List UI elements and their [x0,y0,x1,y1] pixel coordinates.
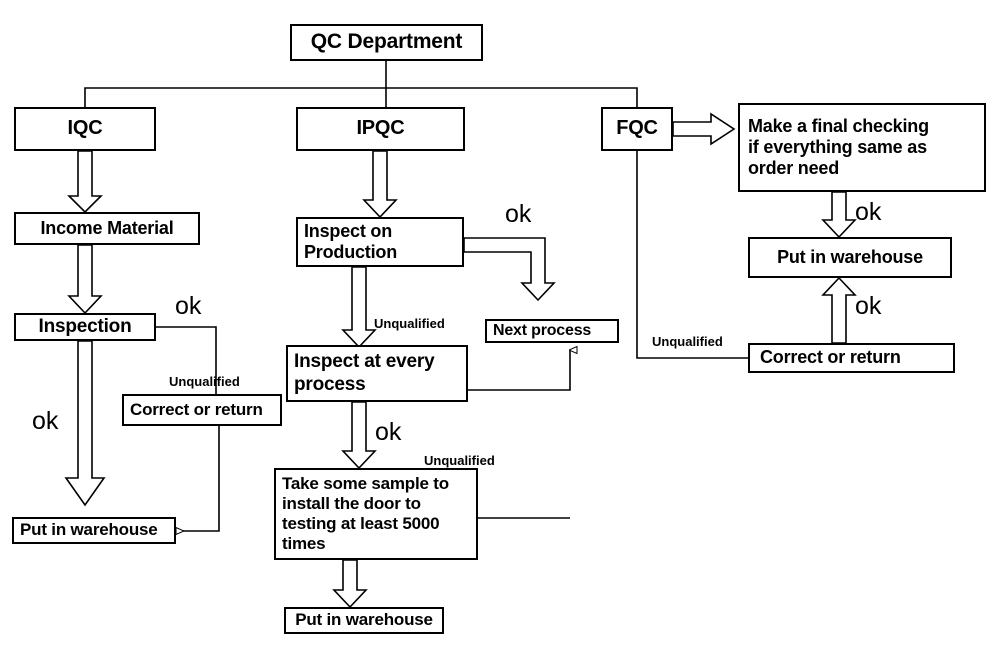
edge-label-unqualified-inspection: Unqualified [169,374,240,389]
node-correct-or-return-right[interactable]: Correct or return [748,343,955,373]
node-next-process[interactable]: Next process [485,319,619,343]
edge-label-ok-production: ok [505,200,532,228]
node-inspect-at-every-process-line2: process [294,373,366,395]
node-make-final-checking-line2: if everything same as [748,136,927,157]
node-fqc[interactable]: FQC [601,107,673,151]
edge-label-unqualified-every-process: Unqualified [424,453,495,468]
node-qc-department[interactable]: QC Department [290,24,483,61]
node-make-final-checking-line3: order need [748,158,840,179]
node-qc-department-label: QC Department [310,30,463,54]
node-make-final-checking-line1: Make a final checking [748,115,929,136]
node-inspect-at-every-process[interactable]: Inspect at every process [286,345,468,402]
node-put-in-warehouse-right-label: Put in warehouse [777,246,923,267]
edge-label-ok-final-checking: ok [855,198,882,226]
node-put-in-warehouse-right[interactable]: Put in warehouse [748,237,952,278]
node-correct-or-return-left[interactable]: Correct or return [122,394,282,426]
edge-label-ok-inspection: ok [175,292,202,320]
node-put-in-warehouse-left-label: Put in warehouse [20,520,158,540]
node-take-some-sample-line1: Take some sample to [282,473,449,493]
edge-label-unqualified-fqc: Unqualified [652,334,723,349]
node-make-final-checking[interactable]: Make a final checking if everything same… [738,103,986,192]
node-ipqc-label: IPQC [356,117,405,140]
node-take-some-sample-line4: times [282,534,326,554]
node-income-material-label: Income Material [40,217,174,238]
node-ipqc[interactable]: IPQC [296,107,465,151]
node-iqc[interactable]: IQC [14,107,156,151]
node-next-process-label: Next process [493,321,592,339]
node-inspect-on-production-line2: Production [304,242,397,262]
edge-label-ok-correct-right: ok [855,292,882,320]
node-put-in-warehouse-left[interactable]: Put in warehouse [12,517,176,544]
edge-label-ok-every-process: ok [375,418,402,446]
node-take-some-sample-line3: testing at least 5000 [282,514,440,533]
edge-label-unqualified-production: Unqualified [374,316,445,331]
node-take-some-sample[interactable]: Take some sample to install the door to … [274,468,478,560]
node-inspect-on-production[interactable]: Inspect on Production [296,217,464,267]
node-put-in-warehouse-center-label: Put in warehouse [295,610,433,630]
node-inspection[interactable]: Inspection [14,313,156,341]
node-correct-or-return-right-label: Correct or return [760,347,901,368]
node-correct-or-return-left-label: Correct or return [130,399,263,419]
node-put-in-warehouse-center[interactable]: Put in warehouse [284,607,444,634]
node-iqc-label: IQC [67,117,103,140]
edge-label-ok-inspection-down: ok [32,407,59,435]
node-income-material[interactable]: Income Material [14,212,200,245]
node-inspect-at-every-process-line1: Inspect at every [294,351,435,373]
node-take-some-sample-line2: install the door to [282,493,421,513]
node-inspection-label: Inspection [38,315,132,337]
node-inspect-on-production-line1: Inspect on [304,220,393,241]
node-fqc-label: FQC [616,117,658,140]
